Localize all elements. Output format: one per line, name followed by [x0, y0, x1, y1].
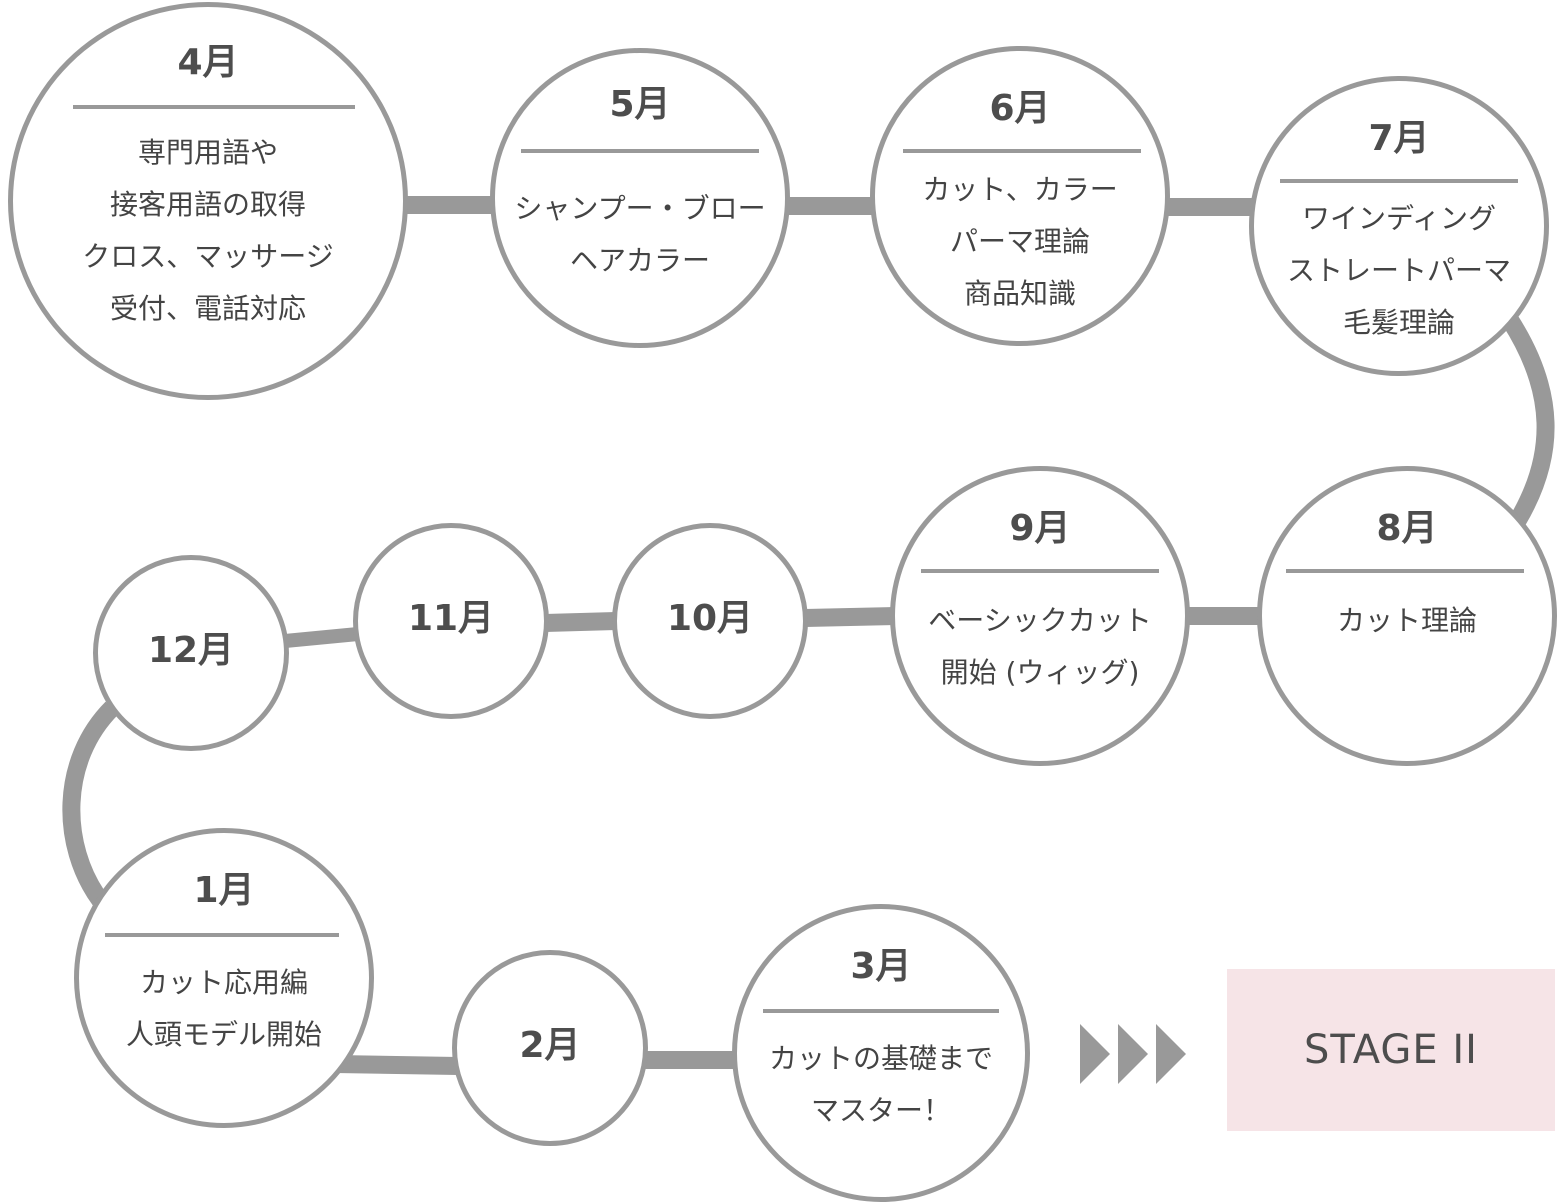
month-divider	[105, 933, 339, 937]
month-item: 受付、電話対応	[109, 292, 306, 325]
month-items: カット応用編 人頭モデル開始	[79, 957, 369, 1061]
month-items: 専門用語や 接客用語の取得 クロス、マッサージ 受付、電話対応	[13, 127, 403, 335]
month-item: ワインディング	[1301, 202, 1497, 235]
month-node-jul: 7月 ワインディング ストレートパーマ 毛髪理論	[1249, 76, 1549, 376]
month-divider	[1280, 179, 1518, 183]
month-node-dec: 12月	[93, 555, 289, 751]
month-node-apr: 4月 専門用語や 接客用語の取得 クロス、マッサージ 受付、電話対応	[8, 2, 408, 400]
month-node-nov: 11月	[353, 523, 549, 719]
connector-dec-jan	[62, 701, 119, 906]
month-node-aug: 8月 カット理論	[1257, 466, 1557, 766]
month-divider	[1286, 569, 1524, 573]
connector-nov-dec	[284, 627, 359, 648]
month-items: ワインディング ストレートパーマ 毛髪理論	[1254, 193, 1544, 349]
month-item: 開始 (ウィッグ)	[940, 656, 1140, 689]
month-node-mar: 3月 カットの基礎まで マスター！	[732, 904, 1030, 1202]
arrow-triangle-2	[1118, 1024, 1148, 1084]
arrow-triangle-3	[1156, 1024, 1186, 1084]
month-divider	[921, 569, 1159, 573]
month-label: 7月	[1368, 118, 1430, 159]
month-label: 6月	[989, 88, 1051, 129]
month-item: ベーシックカット	[928, 604, 1152, 637]
month-label: 9月	[1009, 508, 1071, 549]
month-label: 11月	[407, 598, 495, 639]
month-divider	[903, 149, 1141, 153]
month-label: 1月	[193, 870, 255, 911]
month-items: シャンプー・ブロー ヘアカラー	[495, 183, 785, 287]
month-label: 12月	[147, 630, 235, 671]
triple-triangle-arrows-icon	[1080, 1024, 1186, 1084]
month-label: 8月	[1376, 508, 1438, 549]
month-node-feb: 2月	[452, 950, 648, 1146]
month-item: パーマ理論	[949, 225, 1090, 258]
connector-jan-feb	[334, 1055, 459, 1075]
month-item: シャンプー・ブロー	[514, 192, 766, 225]
stage-label: STAGE II	[1304, 1027, 1478, 1073]
month-item: ヘアカラー	[569, 244, 710, 277]
month-divider	[763, 1009, 999, 1013]
month-item: カットの基礎まで	[768, 1042, 993, 1075]
month-divider	[73, 105, 355, 109]
stage-box: STAGE II	[1227, 969, 1555, 1131]
month-item: 毛髪理論	[1342, 306, 1455, 339]
connector-oct-nov	[544, 612, 617, 632]
connector-jul-aug	[1502, 315, 1555, 525]
month-label: 3月	[850, 946, 912, 987]
month-node-may: 5月 シャンプー・ブロー ヘアカラー	[490, 48, 790, 348]
month-node-oct: 10月	[612, 523, 808, 719]
month-label: 10月	[666, 598, 754, 639]
month-item: 人頭モデル開始	[125, 1018, 322, 1051]
month-items: カット、カラー パーマ理論 商品知識	[875, 164, 1165, 320]
connector-sep-oct	[804, 607, 897, 627]
month-item: クロス、マッサージ	[82, 240, 334, 273]
month-item: 接客用語の取得	[109, 188, 306, 221]
month-divider	[521, 149, 759, 153]
month-label: 4月	[177, 42, 239, 83]
month-item: マスター！	[810, 1094, 951, 1127]
month-label: 5月	[609, 84, 671, 125]
month-items: カットの基礎まで マスター！	[737, 1033, 1025, 1137]
arrow-triangle-1	[1080, 1024, 1110, 1084]
month-items: カット理論	[1262, 595, 1552, 647]
month-label: 2月	[519, 1025, 581, 1066]
month-node-jan: 1月 カット応用編 人頭モデル開始	[74, 828, 374, 1128]
month-node-jun: 6月 カット、カラー パーマ理論 商品知識	[870, 46, 1170, 346]
month-item: 専門用語や	[137, 136, 278, 169]
month-item: カット応用編	[139, 966, 308, 999]
month-item: ストレートパーマ	[1286, 254, 1511, 287]
month-item: 商品知識	[963, 277, 1076, 310]
month-item: カット理論	[1336, 604, 1477, 637]
month-items: ベーシックカット 開始 (ウィッグ)	[895, 595, 1185, 699]
month-item: カット、カラー	[922, 173, 1118, 206]
month-node-sep: 9月 ベーシックカット 開始 (ウィッグ)	[890, 466, 1190, 766]
